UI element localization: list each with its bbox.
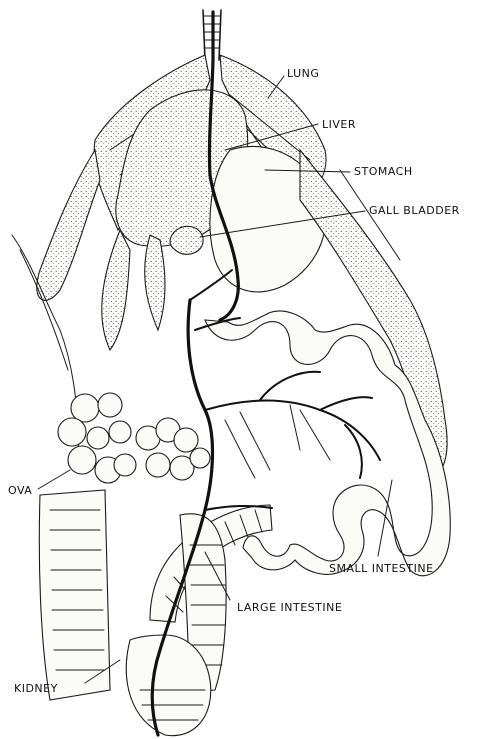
label-lung: LUNG bbox=[287, 67, 319, 80]
label-stomach: STOMACH bbox=[354, 165, 413, 178]
label-gall-bladder: GALL BLADDER bbox=[369, 204, 460, 217]
label-small-intestine: SMALL INTESTINE bbox=[329, 562, 434, 575]
ova bbox=[58, 393, 210, 483]
label-liver: LIVER bbox=[322, 118, 356, 131]
label-ova: OVA bbox=[8, 484, 32, 497]
label-large-intestine: LARGE INTESTINE bbox=[237, 601, 342, 614]
label-kidney: KIDNEY bbox=[14, 682, 58, 695]
